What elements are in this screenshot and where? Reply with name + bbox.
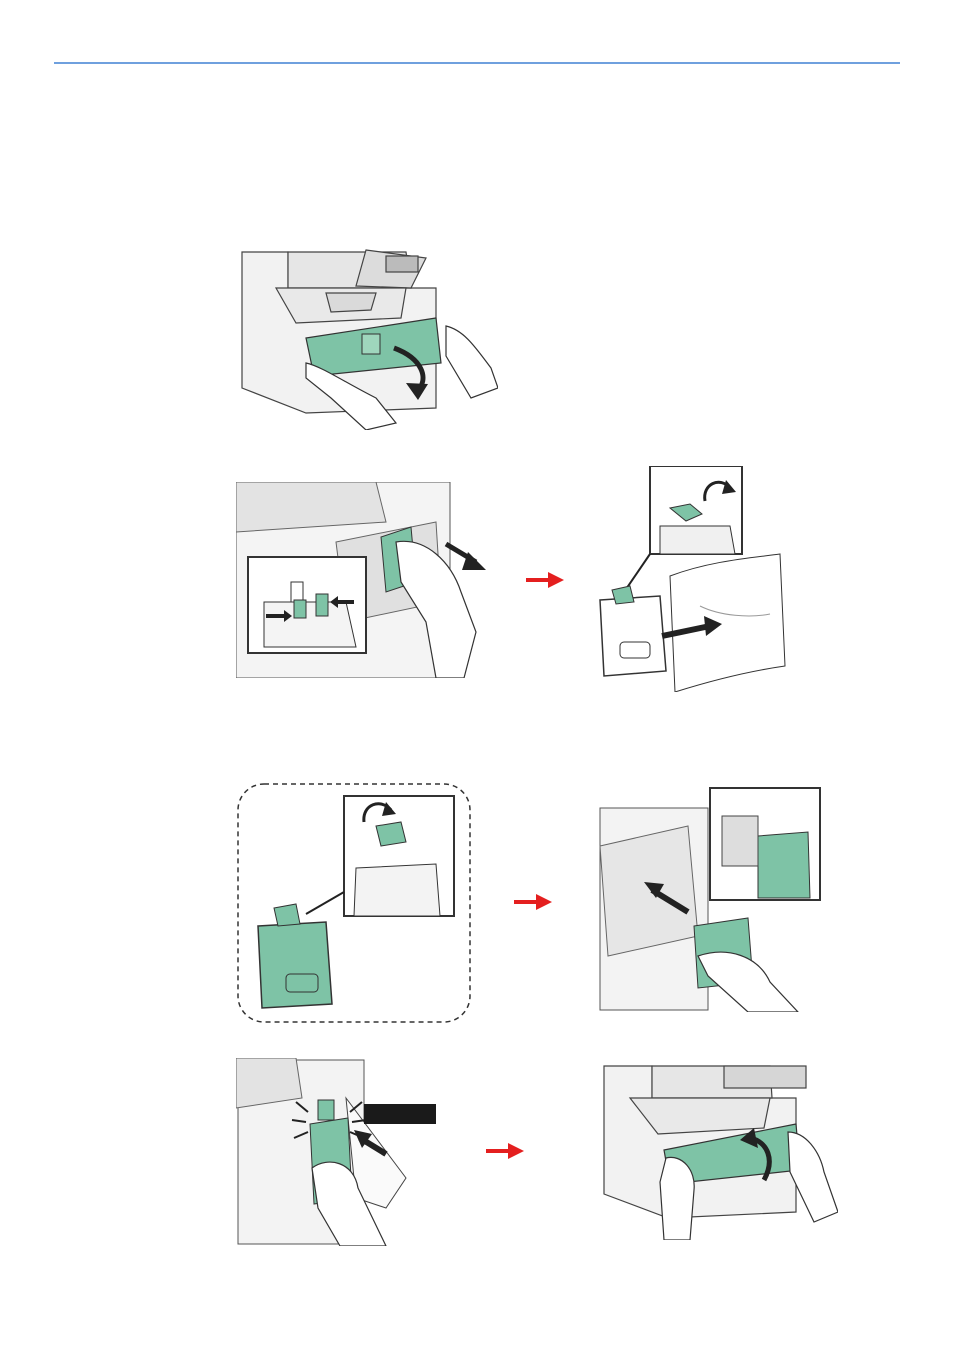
figure-open-front-cover: [236, 248, 498, 430]
step-arrow-1: [526, 572, 564, 593]
figure-insert-new-container: [598, 786, 824, 1012]
insert-arrow-icon: [644, 882, 690, 915]
cap-rotate-icon: [362, 802, 396, 823]
figure-push-container-click: [236, 1058, 412, 1246]
hand-icon: [659, 1131, 838, 1240]
figure-close-front-cover: [600, 1062, 838, 1240]
header-rule: [54, 62, 900, 64]
cap-rotate-icon: [703, 480, 736, 502]
figure-cap-and-bag-old-container: [590, 466, 786, 692]
disposal-bag-icon: [669, 553, 786, 692]
hand-icon: [395, 540, 477, 678]
up-arrow-icon: [740, 1128, 772, 1182]
pull-arrow-icon: [444, 541, 486, 570]
push-arrow-icon: [354, 1130, 388, 1157]
push-arrow-icon: [661, 616, 722, 639]
toner-container-icon: [257, 903, 333, 1009]
down-arrow-icon: [393, 345, 428, 400]
hand-icon: [305, 325, 498, 430]
hand-icon: [311, 1161, 387, 1246]
figure-remove-toner-container: [236, 482, 494, 678]
toner-container-icon: [599, 585, 667, 677]
inset-latch-icon: [247, 556, 367, 654]
printer-icon: [603, 1065, 807, 1219]
step-arrow-2: [514, 894, 552, 915]
hand-icon: [697, 951, 799, 1012]
figure-new-toner-container: [236, 782, 472, 1024]
click-callout-label: [364, 1104, 436, 1124]
front-cover-icon: [305, 317, 442, 377]
step-arrow-3: [486, 1143, 524, 1164]
